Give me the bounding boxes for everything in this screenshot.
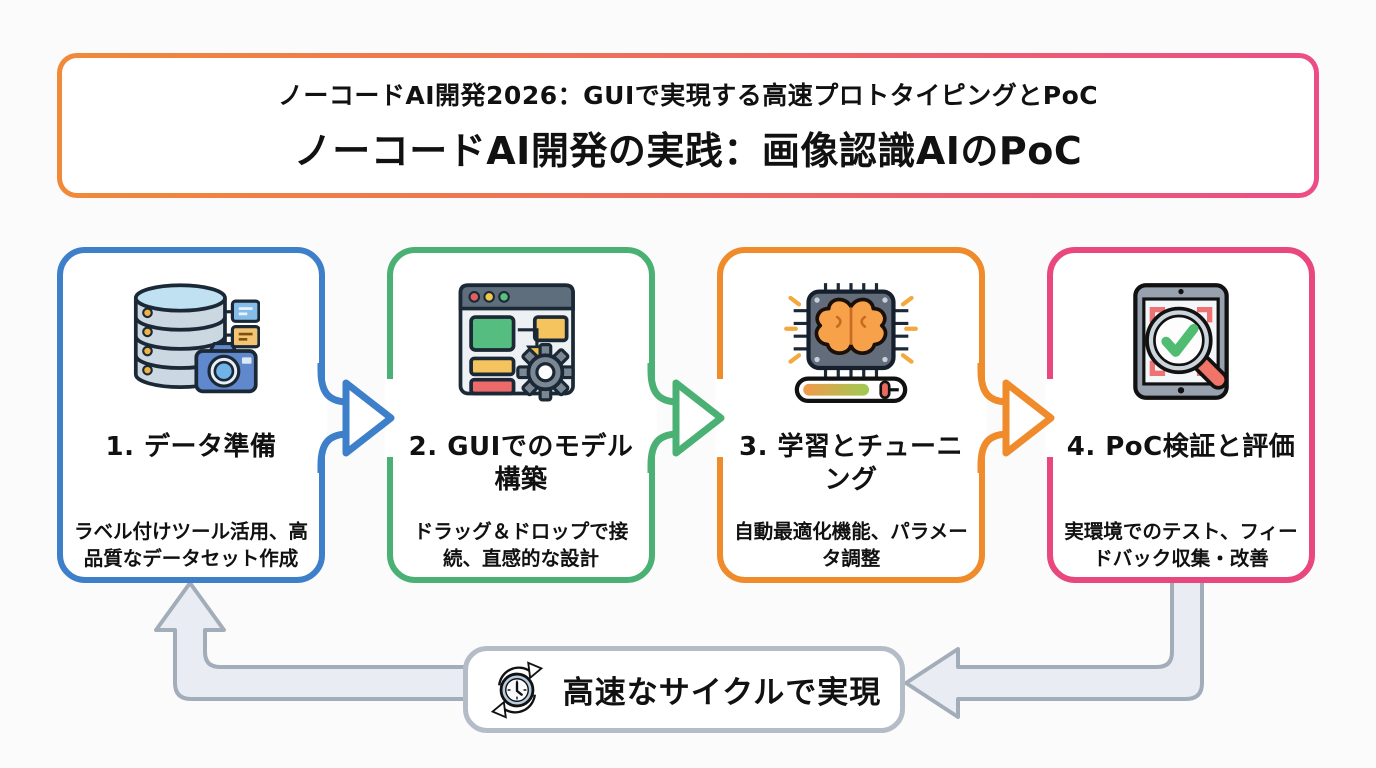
- poc-validation-icon: [1112, 269, 1250, 415]
- step-card-poc-validation: 4. PoC検証と評価 実環境でのテスト、フィードバック収集・改善: [1047, 247, 1315, 583]
- step-card-model-building: 2. GUIでのモデル構築 ドラッグ＆ドロップで接続、直感的な設計: [387, 247, 655, 583]
- cycle-clock-icon: [487, 660, 547, 720]
- step-description: 実環境でのテスト、フィードバック収集・改善: [1064, 520, 1298, 570]
- cycle-box: 高速なサイクルで実現: [463, 646, 905, 733]
- feedback-arrow-left-segment: [154, 581, 474, 701]
- flow-arrow-icon-2: [643, 363, 729, 473]
- header-subtitle: ノーコードAI開発2026：GUIで実現する高速プロトタイピングとPoC: [277, 81, 1099, 110]
- step-description: ドラッグ＆ドロップで接続、直感的な設計: [413, 520, 629, 570]
- header-border: ノーコードAI開発2026：GUIで実現する高速プロトタイピングとPoC ノーコ…: [57, 53, 1319, 198]
- cycle-label: 高速なサイクルで実現: [562, 675, 882, 711]
- step-title: 2. GUIでのモデル構築: [408, 432, 634, 495]
- database-camera-icon: [122, 269, 260, 415]
- gui-builder-icon: [452, 269, 590, 415]
- flow-arrow-icon-1: [313, 363, 399, 473]
- step-card-data-preparation: 1. データ準備 ラベル付けツール活用、高品質なデータセット作成: [57, 247, 325, 583]
- step-description: ラベル付けツール活用、高品質なデータセット作成: [73, 520, 308, 570]
- step-title: 4. PoC検証と評価: [1066, 432, 1296, 462]
- header: ノーコードAI開発2026：GUIで実現する高速プロトタイピングとPoC ノーコ…: [62, 58, 1314, 193]
- feedback-arrow-right-segment: [904, 573, 1204, 719]
- step-card-training-tuning: 3. 学習とチューニング 自動最適化機能、パラメータ調整: [717, 247, 985, 583]
- step-title: 1. データ準備: [105, 432, 277, 462]
- flow-arrow-icon-3: [973, 363, 1059, 473]
- step-description: 自動最適化機能、パラメータ調整: [734, 520, 968, 570]
- step-title: 3. 学習とチューニング: [738, 432, 964, 495]
- ai-chip-icon: [782, 269, 920, 415]
- page-title: ノーコードAI開発の実践：画像認識AIのPoC: [293, 129, 1083, 173]
